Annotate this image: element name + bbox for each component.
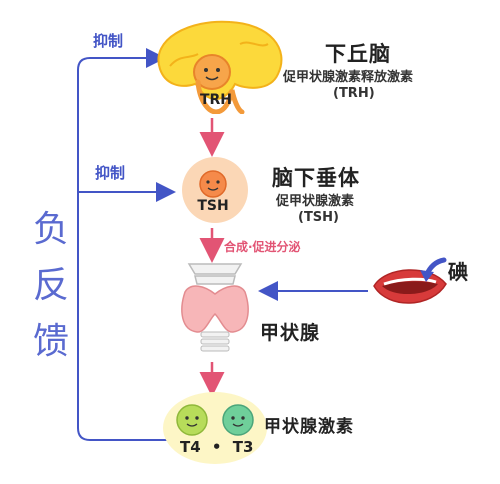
pituitary-abbr: (TSH) xyxy=(298,210,339,225)
thyroid-illustration xyxy=(181,263,249,352)
hypothalamus-abbr: (TRH) xyxy=(333,86,375,101)
iodine-label: 碘 xyxy=(448,260,469,284)
feedback-char-2: 反 xyxy=(33,265,70,306)
feedback-char-1: 负 xyxy=(33,209,70,250)
iodine-arrow-icon xyxy=(420,257,447,282)
hormone-tags: T4 • T3 xyxy=(180,438,253,456)
tag-dot: • xyxy=(211,438,222,456)
pituitary-hormone: 促甲状腺激素 xyxy=(276,194,355,209)
feedback-label: 负 反 馈 xyxy=(33,200,73,364)
inhibit-label-mid: 抑制 xyxy=(95,164,126,182)
feedback-char-3: 馈 xyxy=(33,321,70,362)
synthesis-label: 合成·促进分泌 xyxy=(224,240,301,254)
feedback-loop-line xyxy=(77,48,180,441)
pituitary-illustration xyxy=(182,157,248,223)
thyroid-title: 甲状腺 xyxy=(260,322,321,344)
pituitary-title: 脑下垂体 xyxy=(272,166,360,190)
inhibit-label-top: 抑制 xyxy=(93,32,124,50)
t4-tag: T4 xyxy=(180,438,201,456)
hypothalamus-hormone: 促甲状腺激素释放激素 xyxy=(283,70,414,85)
tsh-tag: TSH xyxy=(197,198,229,214)
hormone-illustration xyxy=(163,392,267,464)
t3-tag: T3 xyxy=(232,438,254,456)
trh-tag: TRH xyxy=(199,92,233,108)
hypothalamus-illustration xyxy=(157,20,283,114)
hypothalamus-title: 下丘脑 xyxy=(325,42,391,66)
thyroid-hormone-title: 甲状腺激素 xyxy=(264,417,354,437)
